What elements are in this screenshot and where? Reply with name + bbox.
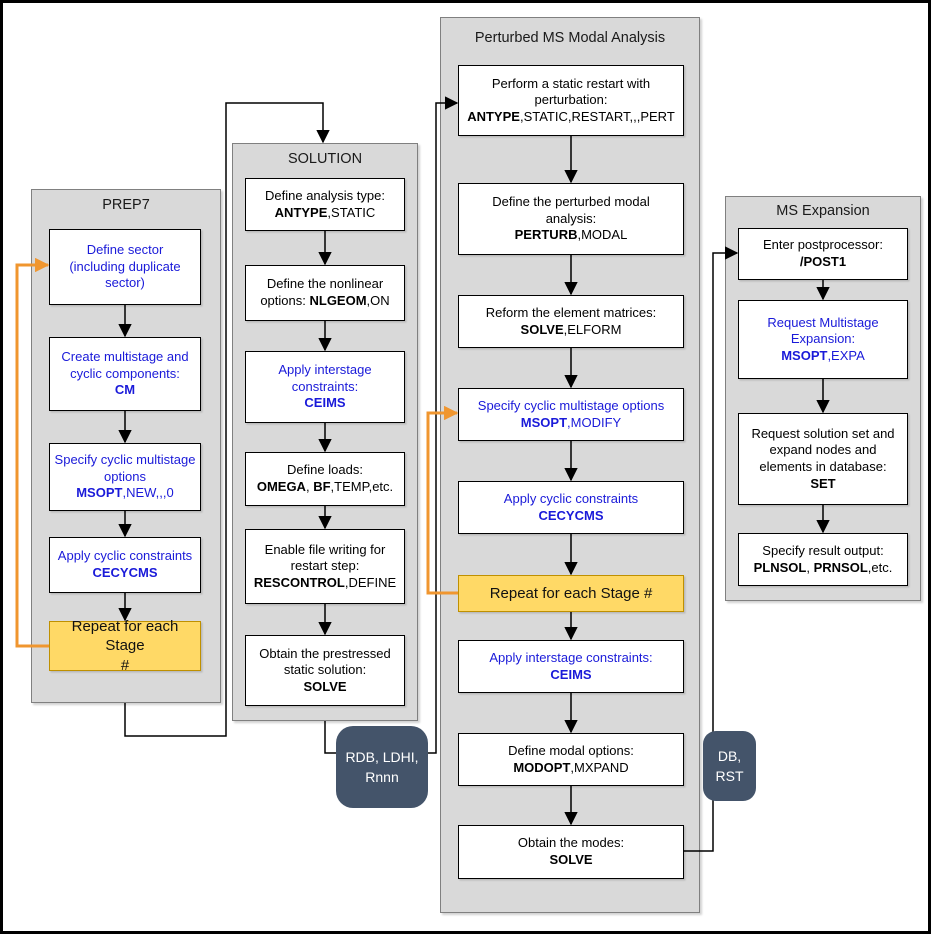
box-rescontrol: Enable file writing for restart step: RE… xyxy=(245,529,405,604)
box-define-sector: Define sector (including duplicate secto… xyxy=(49,229,201,305)
panel-title-ms-expansion: MS Expansion xyxy=(776,203,870,219)
panel-title-prep7: PREP7 xyxy=(102,197,150,213)
box-repeat-stage-perturbed: Repeat for each Stage # xyxy=(458,575,684,612)
panel-title-solution: SOLUTION xyxy=(287,151,363,167)
box-reform-matrices: Reform the element matrices: SOLVE,ELFOR… xyxy=(458,295,684,348)
box-set-expand: Request solution set and expand nodes an… xyxy=(738,413,908,505)
box-create-components: Create multistage and cyclic components:… xyxy=(49,337,201,411)
box-analysis-type-static: Define analysis type: ANTYPE,STATIC xyxy=(245,178,405,231)
box-cyclic-constraints-prep7: Apply cyclic constraints CECYCMS xyxy=(49,537,201,593)
loop-arrow-prep7-repeat xyxy=(15,257,50,648)
box-cyclic-multistage-options-new: Specify cyclic multistage options MSOPT,… xyxy=(49,443,201,511)
file-bubble-rdb-ldhi-rnnn: RDB, LDHI, Rnnn xyxy=(336,726,428,808)
box-modal-options: Define modal options: MODOPT,MXPAND xyxy=(458,733,684,786)
box-msopt-expa: Request Multistage Expansion: MSOPT,EXPA xyxy=(738,300,908,379)
box-define-loads: Define loads: OMEGA, BF,TEMP,etc. xyxy=(245,452,405,506)
box-cyclic-constraints-perturbed: Apply cyclic constraints CECYCMS xyxy=(458,481,684,534)
loop-arrow-perturbed-repeat xyxy=(426,405,459,595)
connector-prep7-to-solution xyxy=(124,102,330,737)
box-nonlinear-options: Define the nonlinear options: NLGEOM,ON xyxy=(245,265,405,321)
box-prestressed-solve: Obtain the prestressed static solution: … xyxy=(245,635,405,706)
box-enter-post1: Enter postprocessor: /POST1 xyxy=(738,228,908,280)
connector-layer xyxy=(15,96,830,852)
box-result-output: Specify result output: PLNSOL, PRNSOL,et… xyxy=(738,533,908,586)
panel-title-perturbed: Perturbed MS Modal Analysis xyxy=(474,30,666,46)
box-perturb-modal: Define the perturbed modal analysis: PER… xyxy=(458,183,684,255)
box-msopt-modify: Specify cyclic multistage options MSOPT,… xyxy=(458,388,684,441)
box-repeat-stage-prep7: Repeat for each Stage # xyxy=(49,618,201,674)
connector-solution-to-perturbed xyxy=(324,96,459,754)
connector-perturbed-to-expansion xyxy=(684,246,739,852)
file-bubble-db-rst: DB, RST xyxy=(703,731,756,801)
box-static-restart-perturbation: Perform a static restart with perturbati… xyxy=(458,65,684,136)
box-interstage-constraints-perturbed: Apply interstage constraints: CEIMS xyxy=(458,640,684,693)
box-interstage-constraints-solution: Apply interstage constraints: CEIMS xyxy=(245,351,405,423)
box-obtain-modes-solve: Obtain the modes: SOLVE xyxy=(458,825,684,879)
